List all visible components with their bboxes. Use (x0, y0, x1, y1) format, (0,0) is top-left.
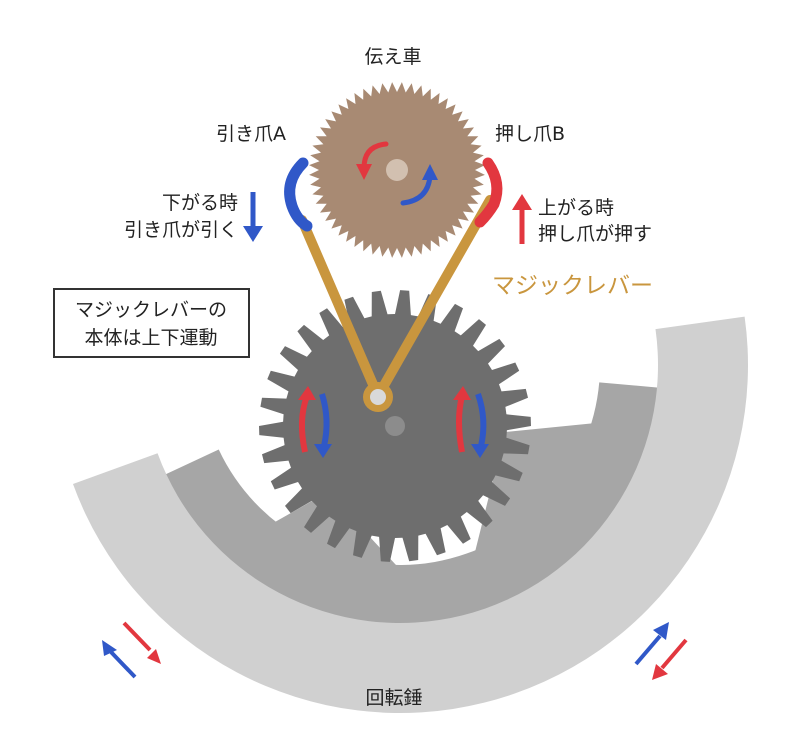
gear-arrows-left (298, 386, 332, 458)
rotor-arrow-left-blue (109, 650, 137, 679)
rotor-spoke-right (470, 420, 626, 572)
up-arrow-head (512, 194, 532, 210)
rotor-spoke-left (252, 492, 408, 602)
label-up-line2: 押し爪が押す (538, 223, 652, 245)
label-pawl-a: 引き爪A (216, 123, 286, 145)
gear-arrow-left-red-head (298, 386, 316, 400)
down-arrow-head (243, 226, 263, 242)
wheel-rotation-arrowhead-blue (422, 164, 438, 180)
gear-arrow-left-blue-head (314, 444, 332, 458)
magic-lever (284, 157, 503, 412)
label-transmission-wheel: 伝え車 (364, 46, 421, 68)
rotor-arrows-right (634, 622, 688, 680)
large-gear (259, 290, 531, 562)
rotor-arrow-right-red-head (652, 664, 668, 680)
label-magic-lever: マジックレバー (492, 273, 653, 299)
lever-arm-left (297, 215, 383, 401)
note-line1: マジックレバーの (75, 299, 227, 321)
rotor-arrow-right-red (660, 638, 688, 670)
wheel-rotation-arrowhead-red (356, 164, 372, 180)
transmission-wheel-hub (386, 159, 408, 181)
up-arrow (512, 194, 532, 244)
rotor-arrow-left-red-head (147, 649, 161, 664)
gear-arrow-left-blue (319, 393, 330, 447)
pawl-a-hook (284, 157, 313, 232)
transmission-wheel (309, 82, 485, 258)
gear-arrow-right-blue (475, 393, 487, 447)
note-line2: 本体は上下運動 (84, 327, 217, 349)
rotor-arrow-left-blue-head (102, 640, 117, 656)
gear-arrow-right-red-head (453, 386, 471, 400)
label-down-line1: 下がる時 (162, 192, 238, 214)
rotor-outer-arc (72, 316, 749, 713)
large-gear-hub (385, 416, 405, 436)
rotor (72, 316, 749, 713)
pawl-b-hook (474, 157, 503, 228)
gear-arrows-right (453, 386, 489, 458)
note-box (53, 288, 250, 358)
gear-arrow-right-red (456, 395, 465, 453)
label-down-line2: 引き爪が引く (124, 219, 238, 241)
rotor-arrow-right-blue (634, 634, 662, 666)
rotor-arrow-left-red (122, 621, 152, 652)
rotor-arrow-right-blue-head (653, 622, 669, 640)
gear-arrow-right-blue-head (471, 444, 489, 458)
down-arrow (243, 192, 263, 242)
label-pawl-b: 押し爪B (495, 123, 565, 145)
lever-pivot-inner (370, 389, 386, 405)
lever-arm-right (373, 195, 495, 401)
rotor-arrows-left (102, 621, 161, 679)
gear-arrow-left-red (299, 394, 310, 453)
label-rotor: 回転錘 (365, 687, 422, 709)
label-up-line1: 上がる時 (538, 197, 614, 219)
